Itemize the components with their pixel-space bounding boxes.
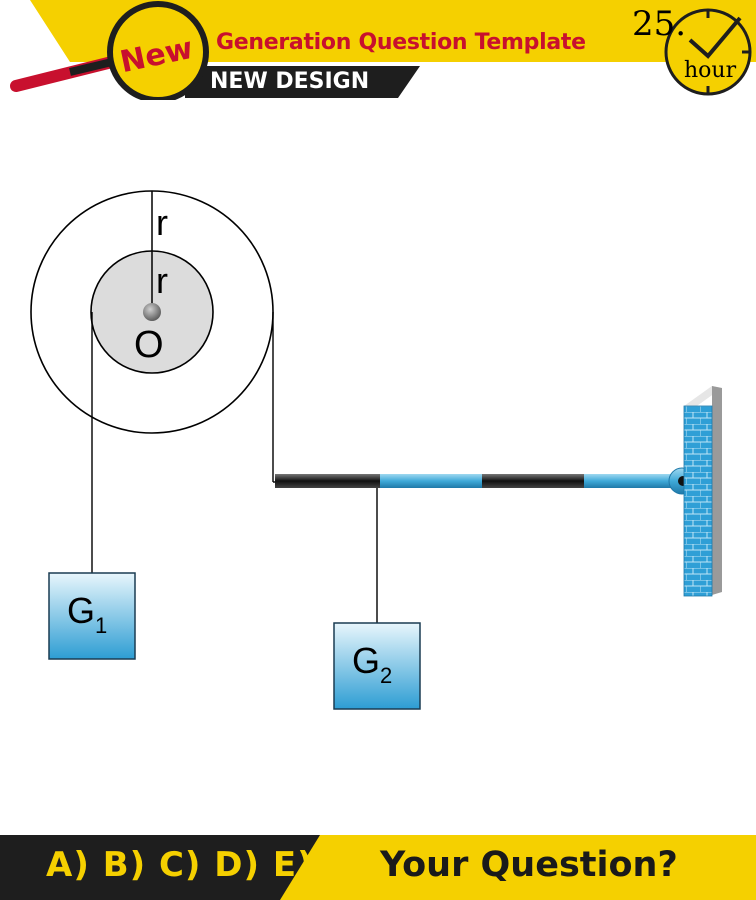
weight-g2-label: G2 bbox=[352, 640, 392, 689]
axle bbox=[143, 303, 161, 321]
header-subtitle: NEW DESIGN bbox=[210, 69, 370, 94]
footer-banner bbox=[0, 835, 756, 900]
weight-g2-letter: G bbox=[352, 640, 381, 681]
weight-g1-label: G1 bbox=[67, 590, 107, 639]
weight-g2 bbox=[333, 622, 421, 710]
weight-g1-index: 1 bbox=[95, 613, 108, 638]
clock-number: 25. bbox=[632, 4, 687, 44]
pulley-lever-drawing bbox=[30, 190, 722, 710]
physics-diagram: r r O G1 G2 bbox=[0, 100, 756, 835]
clock-unit: hour bbox=[684, 58, 737, 83]
header-banner bbox=[10, 0, 756, 100]
answer-options: A) B) C) D) E) bbox=[46, 845, 314, 885]
header-title: Generation Question Template bbox=[216, 30, 586, 55]
question-prompt: Your Question? bbox=[380, 845, 678, 885]
outer-radius-label: r bbox=[156, 202, 168, 243]
inner-radius-label: r bbox=[156, 260, 168, 301]
weight-g2-index: 2 bbox=[380, 663, 393, 688]
wall bbox=[683, 386, 722, 597]
weight-g1 bbox=[48, 572, 136, 660]
lever-bar bbox=[275, 474, 680, 488]
center-label: O bbox=[134, 324, 164, 366]
weight-g1-letter: G bbox=[67, 590, 96, 631]
